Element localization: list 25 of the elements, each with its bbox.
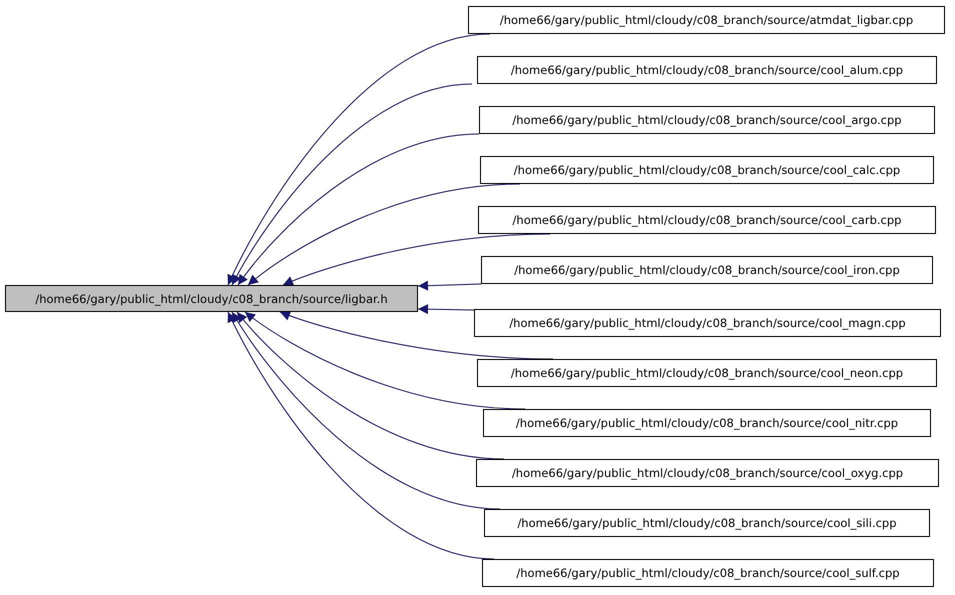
source-file-box: /home66/gary/public_html/cloudy/c08_branch/source/cool_neon.cpp <box>477 359 937 387</box>
arrow <box>228 312 494 560</box>
source-file-box: /home66/gary/public_html/cloudy/c08_branch/source/cool_calc.cpp <box>480 156 934 184</box>
header-file-box: /home66/gary/public_html/cloudy/c08_branch/source/ligbar.h <box>5 285 418 312</box>
source-file-box: /home66/gary/public_html/cloudy/c08_branch/source/cool_iron.cpp <box>481 256 933 284</box>
source-file-box: /home66/gary/public_html/cloudy/c08_branch/source/atmdat_ligbar.cpp <box>468 6 945 34</box>
arrow <box>280 310 554 360</box>
arrow <box>244 312 526 410</box>
arrow <box>248 184 520 286</box>
arrow <box>228 34 490 286</box>
source-file-box: /home66/gary/public_html/cloudy/c08_branch/source/cool_carb.cpp <box>478 206 936 234</box>
arrow <box>282 234 550 286</box>
arrow <box>232 312 500 510</box>
source-file-box: /home66/gary/public_html/cloudy/c08_branch/source/cool_oxyg.cpp <box>476 459 939 487</box>
arrow <box>232 84 472 286</box>
source-file-box: /home66/gary/public_html/cloudy/c08_branch/source/cool_sili.cpp <box>484 509 930 537</box>
source-file-box: /home66/gary/public_html/cloudy/c08_branch/source/cool_magn.cpp <box>474 309 941 337</box>
arrow <box>236 312 504 460</box>
arrow <box>418 304 474 314</box>
source-file-box: /home66/gary/public_html/cloudy/c08_branch/source/cool_alum.cpp <box>477 56 937 84</box>
source-file-box: /home66/gary/public_html/cloudy/c08_branch/source/cool_argo.cpp <box>479 106 935 134</box>
arrow <box>238 134 480 286</box>
source-file-box: /home66/gary/public_html/cloudy/c08_branch/source/cool_nitr.cpp <box>483 409 931 437</box>
arrow <box>418 280 482 291</box>
source-file-box: /home66/gary/public_html/cloudy/c08_branch/source/cool_sulf.cpp <box>482 559 934 587</box>
